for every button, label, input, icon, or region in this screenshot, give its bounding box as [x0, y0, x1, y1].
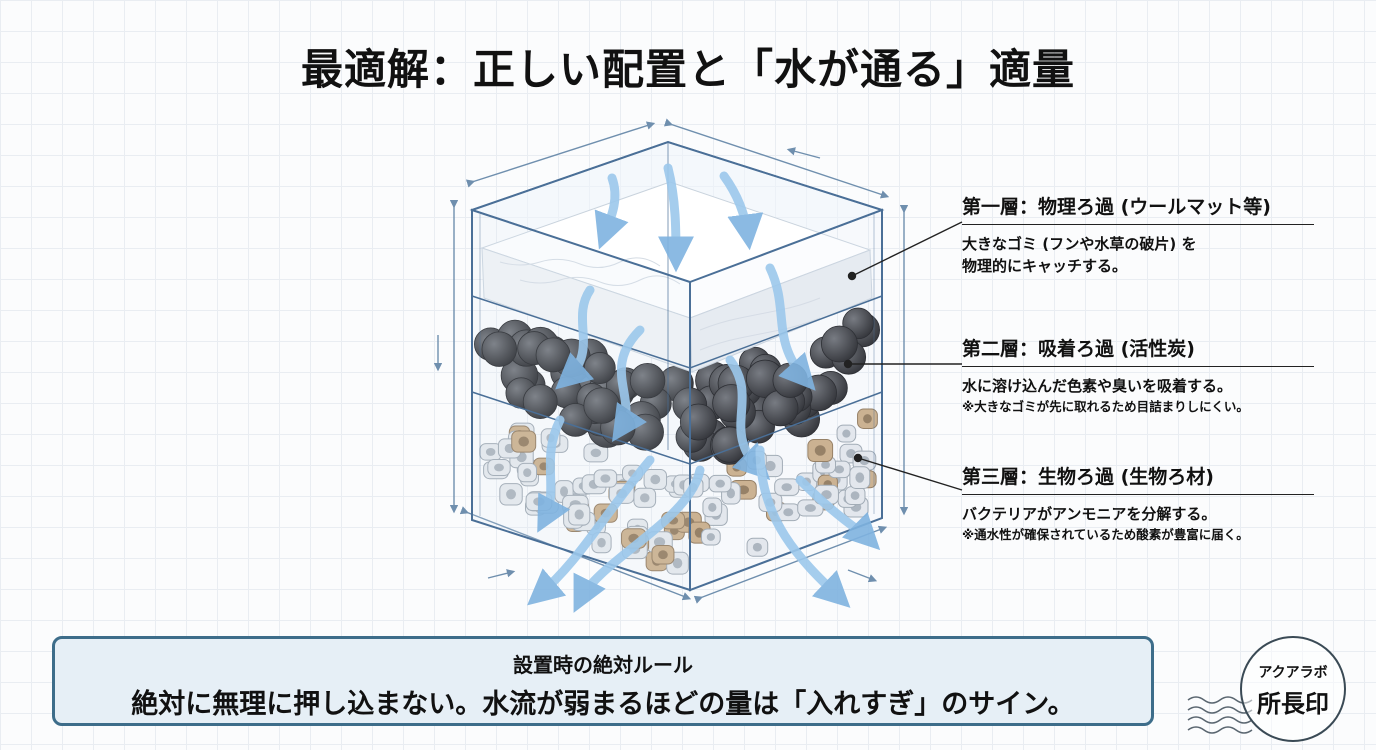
carbon-ball — [821, 325, 858, 363]
carbon-ball — [629, 362, 666, 399]
bio-ring — [836, 424, 857, 443]
rule-text: 絶対に無理に押し込まない。水流が弱まるほどの量は「入れすぎ」のサイン。 — [131, 689, 1075, 720]
layer-1-title: 第一層：物理ろ過 (ウールマット等) — [962, 192, 1314, 225]
layer-2-callout: 第二層：吸着ろ過 (活性炭) 水に溶け込んだ色素や臭いを吸着する。 ※大きなゴミ… — [962, 334, 1314, 417]
stamp-waves — [1187, 696, 1253, 734]
rule-heading: 設置時の絶対ルール — [513, 653, 693, 677]
stamp-top-text: アクアラボ — [1258, 665, 1328, 681]
layer-2-note: ※大きなゴミが先に取れるため目詰まりしにくい。 — [962, 399, 1249, 414]
bio-ring — [702, 497, 723, 518]
bio-ring — [849, 466, 871, 489]
bio-ring — [487, 458, 511, 477]
bio-ring — [807, 439, 834, 463]
bio-ring — [774, 478, 800, 496]
bio-ring — [643, 468, 668, 490]
carbon-ball — [522, 384, 558, 420]
bio-ring — [593, 469, 618, 488]
bio-ring — [844, 486, 866, 505]
layer-1-callout: 第一層：物理ろ過 (ウールマット等) 大きなゴミ (フンや水草の破片) を 物理… — [962, 192, 1314, 277]
bio-ring — [708, 474, 732, 493]
bio-ring — [857, 408, 878, 429]
layer-1-description-line-1: 大きなゴミ (フンや水草の破片) を — [962, 235, 1197, 253]
lab-director-stamp: アクアラボ 所長印 — [1240, 636, 1346, 742]
bio-ring — [651, 544, 675, 565]
layer-2-description: 水に溶け込んだ色素や臭いを吸着する。 — [962, 377, 1233, 395]
bio-ring — [479, 443, 502, 461]
bio-ring — [499, 483, 523, 506]
layer-3-note: ※通水性が確保されているため酸素が豊富に届く。 — [962, 527, 1249, 542]
bio-ring — [797, 499, 824, 517]
bio-ring — [633, 487, 657, 508]
leader-lines — [843, 221, 963, 491]
bio-ring — [700, 528, 721, 546]
carbon-ball — [481, 331, 518, 367]
layer-1-description-line-2: 物理的にキャッチする。 — [962, 257, 1128, 275]
bio-ring — [583, 443, 609, 463]
layer-3-title: 第三層：生物ろ過 (生物ろ材) — [962, 462, 1314, 495]
layer-3-description: バクテリアがアンモニアを分解する。 — [962, 505, 1217, 523]
glass-box-front — [471, 140, 883, 592]
bio-ring — [511, 430, 537, 453]
water-flow-arrows — [527, 163, 881, 613]
installation-rule-box: 設置時の絶対ルール 絶対に無理に押し込まない。水流が弱まるほどの量は「入れすぎ」… — [52, 636, 1154, 726]
dimension-lines — [433, 118, 909, 604]
layer-3-callout: 第三層：生物ろ過 (生物ろ材) バクテリアがアンモニアを分解する。 ※通水性が確… — [962, 462, 1314, 545]
stamp-main-text: 所長印 — [1257, 690, 1329, 718]
page-title: 最適解：正しい配置と「水が通る」適量 — [300, 45, 1075, 94]
bio-ring — [517, 462, 537, 483]
layer-2-title: 第二層：吸着ろ過 (活性炭) — [962, 334, 1314, 367]
bio-ring — [746, 537, 769, 557]
